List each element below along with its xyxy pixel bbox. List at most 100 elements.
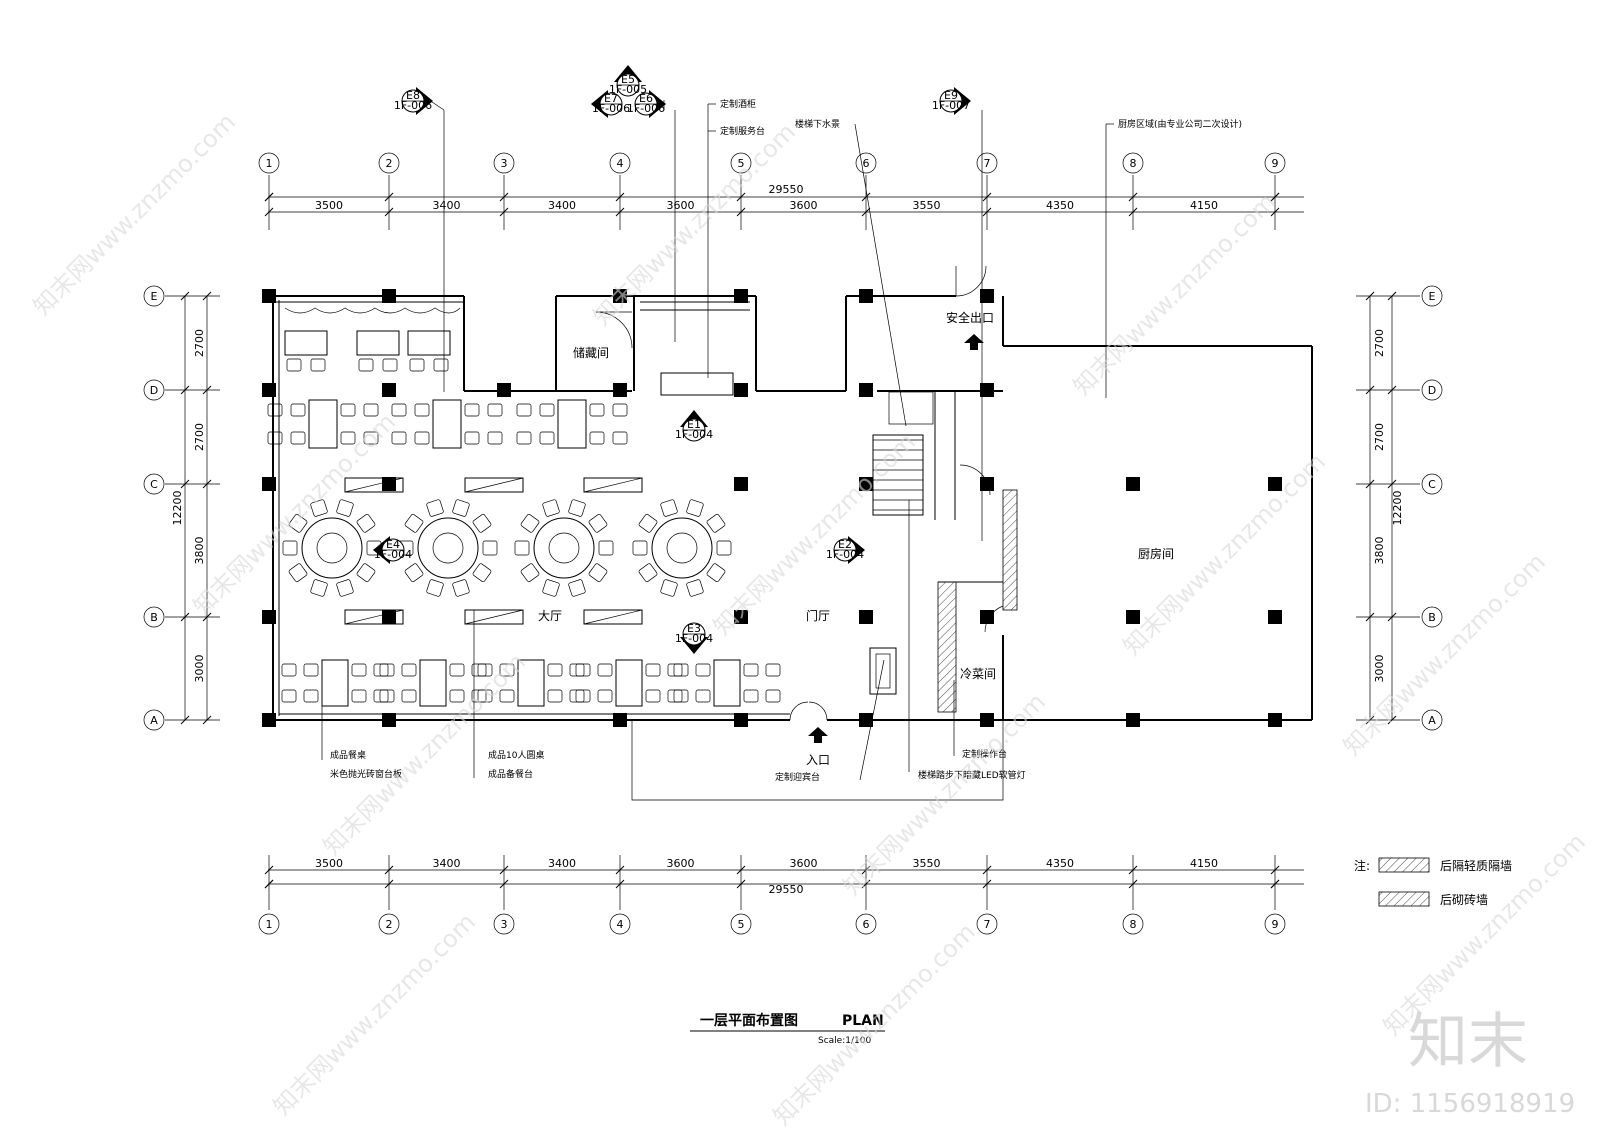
axis-label-bottom-1: 1 xyxy=(266,918,273,931)
note-stair-led: 楼梯踏步下暗藏LED软管灯 xyxy=(918,769,1026,781)
side-table xyxy=(344,609,404,625)
lazy-susan xyxy=(548,532,580,564)
dim-spacing-dim-top-ticks-6: 4350 xyxy=(1046,199,1074,212)
chair xyxy=(547,663,563,677)
note-reception: 定制迎宾台 xyxy=(775,771,820,783)
dim-spacing-dim-top-ticks-3: 3600 xyxy=(667,199,695,212)
chair xyxy=(363,431,379,445)
dim-spacing-dim-top-ticks-5: 3550 xyxy=(913,199,941,212)
round-chair xyxy=(598,540,614,556)
watermark-text: 知末网www.znzmo.com xyxy=(268,908,481,1121)
watermark-id: ID: 1156918919 xyxy=(1365,1089,1575,1119)
side-table xyxy=(464,477,524,493)
round-chair xyxy=(706,563,726,583)
column xyxy=(859,383,873,397)
chair xyxy=(516,403,532,417)
dim-spacing-dim-top-ticks-1: 3400 xyxy=(433,199,461,212)
dim-row-spacing-dim-left-ticks-1: 2700 xyxy=(193,423,206,451)
column xyxy=(382,383,396,397)
svg-text:1F-006: 1F-006 xyxy=(394,99,432,112)
column xyxy=(262,289,276,303)
column xyxy=(262,383,276,397)
axis-label-left-B: B xyxy=(150,611,158,624)
round-chair xyxy=(706,513,726,533)
dining-table xyxy=(713,659,741,707)
axis-bubble-bottom-3 xyxy=(493,913,515,935)
chair xyxy=(477,663,493,677)
chair xyxy=(612,403,628,417)
note-dining-table: 成品餐桌 xyxy=(330,749,366,761)
chair xyxy=(281,689,297,703)
axis-bubble-right-D xyxy=(1421,379,1443,401)
round-chair xyxy=(716,540,732,556)
axis-bubble-bottom-9 xyxy=(1264,913,1286,935)
chair xyxy=(464,403,480,417)
axis-bubble-left-A xyxy=(143,709,165,731)
column xyxy=(613,383,627,397)
axis-bubble-left-D xyxy=(143,379,165,401)
chair xyxy=(409,358,425,372)
chair xyxy=(645,689,661,703)
round-chair xyxy=(426,579,444,597)
column xyxy=(980,477,994,491)
leader-lines xyxy=(321,95,1114,781)
lazy-susan xyxy=(666,532,698,564)
axis-label-right-E: E xyxy=(1429,290,1436,303)
dim-spacing-dim-bot-ticks-3: 3600 xyxy=(667,857,695,870)
dim-spacing-dim-bot-ticks-1: 3400 xyxy=(433,857,461,870)
note-kitchen-zone: 厨房区域(由专业公司二次设计) xyxy=(1118,118,1242,130)
chair xyxy=(358,358,374,372)
round-chair xyxy=(404,563,424,583)
svg-text:E8: E8 xyxy=(406,89,420,102)
note-round-table: 成品10人圆桌 xyxy=(488,749,544,761)
legend-light-wall: 后隔轻质隔墙 xyxy=(1440,859,1512,873)
chair xyxy=(575,663,591,677)
chair xyxy=(743,663,759,677)
note-under-stairs: 楼梯下水景 xyxy=(795,118,840,130)
chair xyxy=(414,403,430,417)
chair xyxy=(449,689,465,703)
dining-table xyxy=(284,330,328,356)
chair xyxy=(340,431,356,445)
column xyxy=(980,713,994,727)
column xyxy=(262,713,276,727)
round-chair xyxy=(426,499,444,517)
dining-table xyxy=(557,399,587,449)
watermark-text: 知末网www.znzmo.com xyxy=(28,108,241,321)
column xyxy=(1268,477,1282,491)
axis-bubble-top-8 xyxy=(1122,152,1144,174)
column xyxy=(1126,477,1140,491)
round-chair xyxy=(356,563,376,583)
round-chair xyxy=(472,513,492,533)
axis-label-bottom-3: 3 xyxy=(501,918,508,931)
watermark-brand: 知末 xyxy=(1408,1007,1528,1077)
chair xyxy=(373,689,389,703)
chair xyxy=(499,689,515,703)
chair xyxy=(645,663,661,677)
chair xyxy=(487,431,503,445)
round-chair xyxy=(520,563,540,583)
axis-label-top-1: 1 xyxy=(266,157,273,170)
round-chair xyxy=(288,563,308,583)
dim-spacing-dim-bot-ticks-6: 4350 xyxy=(1046,857,1074,870)
chair xyxy=(310,358,326,372)
round-chair xyxy=(568,579,586,597)
axis-bubble-top-5 xyxy=(730,152,752,174)
round-chair xyxy=(638,513,658,533)
axis-label-bottom-5: 5 xyxy=(738,918,745,931)
round-chair xyxy=(568,499,586,517)
column xyxy=(859,289,873,303)
round-chair xyxy=(542,499,560,517)
dim-row-spacing-dim-right-ticks-1: 2700 xyxy=(1373,423,1386,451)
chair xyxy=(391,403,407,417)
axis-label-top-7: 7 xyxy=(984,157,991,170)
dim-row-spacing-dim-right-ticks-2: 3800 xyxy=(1373,537,1386,565)
column xyxy=(382,289,396,303)
dining-table xyxy=(615,659,643,707)
chair xyxy=(597,689,613,703)
axis-label-right-B: B xyxy=(1428,611,1436,624)
